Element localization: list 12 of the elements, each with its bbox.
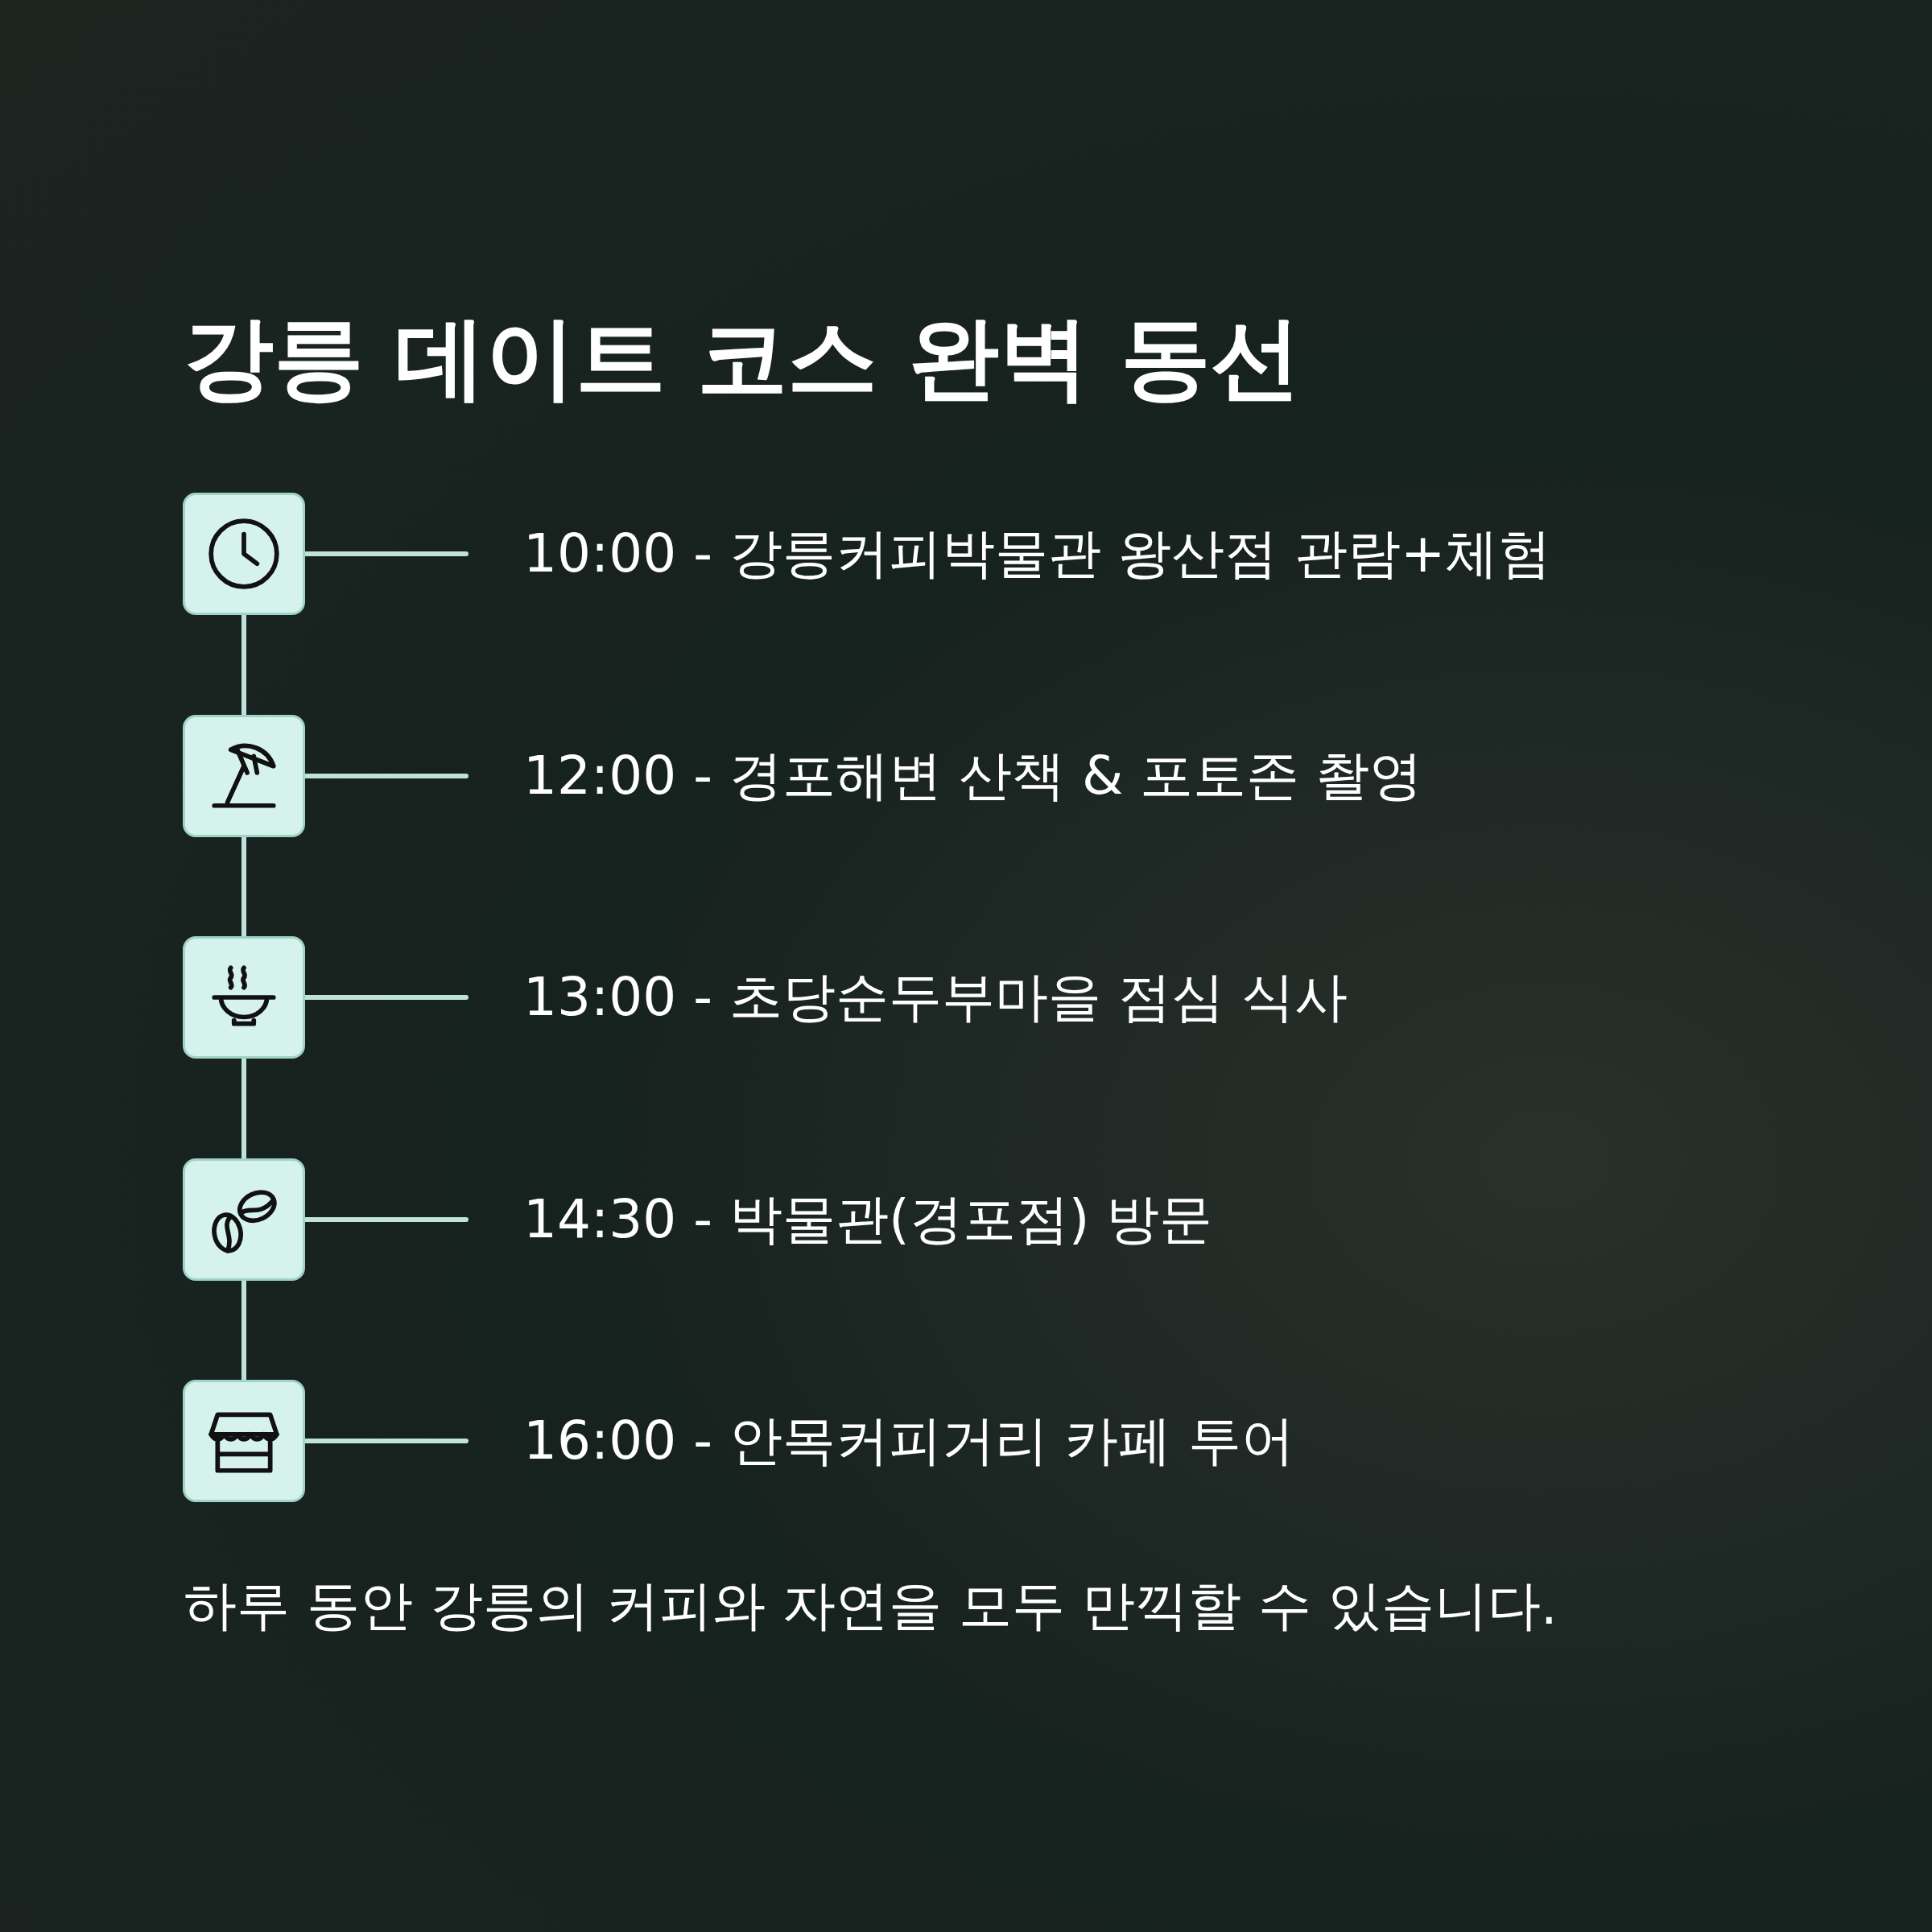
caption: 하루 동안 강릉의 커피와 자연을 모두 만끽할 수 있습니다. <box>184 1574 1558 1638</box>
title: 강릉 데이트 코스 완벽 동선 <box>184 304 1301 411</box>
icon-tile <box>183 1158 305 1281</box>
schedule-text: 13:00 - 초당순두부마을 점심 식사 <box>523 971 1348 1024</box>
schedule-text: 12:00 - 경포해변 산책 & 포토존 촬영 <box>523 749 1423 803</box>
schedule-text: 10:00 - 강릉커피박물관 왕산점 관람+체험 <box>523 527 1552 580</box>
icon-tile <box>183 1380 305 1502</box>
icon-tile <box>183 493 305 615</box>
icon-tile <box>183 936 305 1059</box>
schedule-text: 14:30 - 박물관(경포점) 방문 <box>523 1193 1213 1246</box>
schedule-text: 16:00 - 안목커피거리 카페 투어 <box>523 1414 1294 1468</box>
icon-tile <box>183 715 305 837</box>
